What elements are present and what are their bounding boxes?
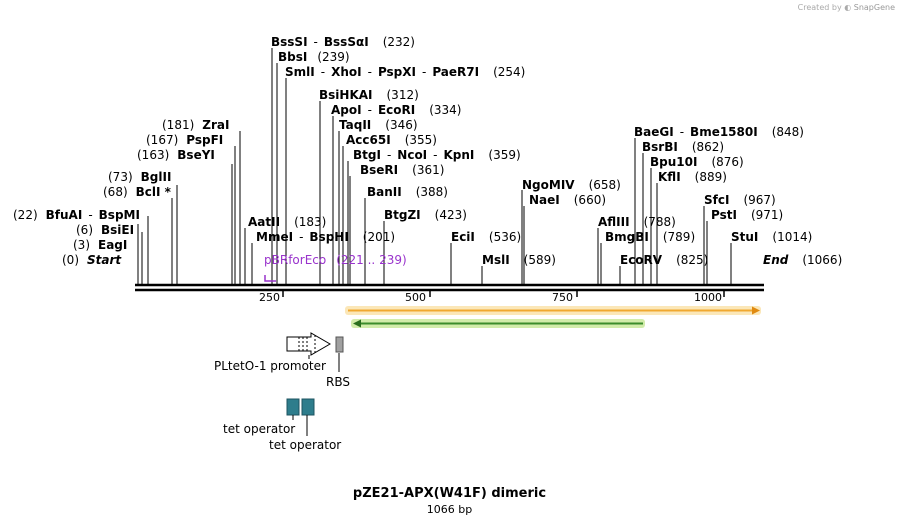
promoter-arrow-icon — [286, 332, 331, 356]
site-label[interactable]: (73)BglII — [108, 170, 171, 184]
site-label[interactable]: SmlI-XhoI-PspXI-PaeR7I(254) — [285, 65, 525, 79]
site-label[interactable]: StuI(1014) — [731, 230, 812, 244]
site-label[interactable]: EcoRV(825) — [620, 253, 708, 267]
ruler: 250 500 750 1000 — [259, 291, 725, 304]
site-label[interactable]: BanII(388) — [367, 185, 448, 199]
primer-arrow — [264, 275, 276, 282]
site-label[interactable]: PstI(971) — [711, 208, 783, 222]
site-label[interactable]: AflIII(788) — [598, 215, 676, 229]
site-label[interactable]: (167)PspFI — [146, 133, 223, 147]
site-label[interactable]: Acc65I(355) — [346, 133, 437, 147]
sequence-backbone — [135, 283, 764, 292]
orange-feature[interactable] — [345, 306, 761, 315]
ruler-tick-label: 250 — [259, 291, 280, 304]
site-label[interactable]: BseRI(361) — [360, 163, 444, 177]
site-leader-lines — [137, 48, 732, 284]
site-label[interactable]: BbsI(239) — [278, 50, 350, 64]
site-label[interactable]: (181)ZraI — [162, 118, 229, 132]
site-label[interactable]: MmeI-BspHI(201) — [256, 230, 395, 244]
site-label[interactable]: BmgBI(789) — [605, 230, 695, 244]
primer-label: pBRforEco(221 .. 239) — [264, 253, 407, 267]
site-label[interactable]: (163)BseYI — [137, 148, 215, 162]
promoter-label: PLtetO-1 promoter — [214, 359, 326, 373]
tet-operators[interactable]: tet operator tet operator — [223, 398, 341, 452]
site-label[interactable]: (22)BfuAI-BspMI — [13, 208, 140, 222]
start-label: (0)Start — [62, 253, 122, 267]
ruler-tick-label: 750 — [552, 291, 573, 304]
snapgene-credit: Created by ◐ SnapGene — [798, 3, 895, 12]
primer-pbrforeco[interactable]: pBRforEco(221 .. 239) — [264, 253, 407, 282]
site-label[interactable]: MslI(589) — [482, 253, 556, 267]
credit-prefix: Created by — [797, 3, 842, 12]
site-label[interactable]: BtgZI(423) — [384, 208, 467, 222]
orange-feature-arrowhead — [752, 306, 760, 315]
tet-operator-label-1: tet operator — [223, 422, 295, 436]
rbs-box — [335, 336, 344, 353]
credit-brand: SnapGene — [853, 3, 895, 12]
site-label[interactable]: BaeGI-Bme1580I(848) — [634, 125, 804, 139]
map-length: 1066 bp — [426, 503, 473, 516]
site-label[interactable]: BtgI-NcoI-KpnI(359) — [353, 148, 521, 162]
site-label[interactable]: SfcI(967) — [704, 193, 776, 207]
site-label[interactable]: KflI(889) — [658, 170, 727, 184]
snapgene-logo-icon: ◐ — [844, 3, 852, 12]
site-label[interactable]: NgoMIV(658) — [522, 178, 621, 192]
site-label[interactable]: EciI(536) — [451, 230, 521, 244]
site-label[interactable]: (6)BsiEI — [76, 223, 134, 237]
green-feature-arrowhead — [353, 319, 361, 328]
green-feature[interactable] — [351, 319, 645, 328]
site-label[interactable]: NaeI(660) — [529, 193, 606, 207]
site-label[interactable]: ApoI-EcoRI(334) — [331, 103, 461, 117]
site-label[interactable]: (68)BclI * — [103, 185, 172, 199]
tet-operator-box-2 — [301, 398, 315, 416]
tet-operator-label-2: tet operator — [269, 438, 341, 452]
site-label[interactable]: BsrBI(862) — [642, 140, 724, 154]
restriction-sites: (22)BfuAI-BspMI (6)BsiEI (3)EagI (68)Bcl… — [13, 35, 842, 267]
map-title: pZE21-APX(W41F) dimeric — [352, 486, 547, 501]
rbs-label: RBS — [326, 375, 350, 389]
site-label[interactable]: Bpu10I(876) — [650, 155, 744, 169]
site-label[interactable]: BsiHKAI(312) — [319, 88, 419, 102]
ruler-tick-label: 500 — [405, 291, 426, 304]
ruler-tick-label: 1000 — [694, 291, 722, 304]
site-label[interactable]: AatII(183) — [248, 215, 326, 229]
site-label[interactable]: TaqII(346) — [339, 118, 418, 132]
end-label: End(1066) — [763, 253, 842, 267]
promoter-feature[interactable] — [286, 332, 331, 356]
site-label[interactable]: (3)EagI — [73, 238, 127, 252]
site-label[interactable]: BssSI-BssSαI(232) — [271, 35, 415, 49]
rbs-feature[interactable] — [335, 336, 344, 353]
tet-operator-box-1 — [286, 398, 300, 416]
